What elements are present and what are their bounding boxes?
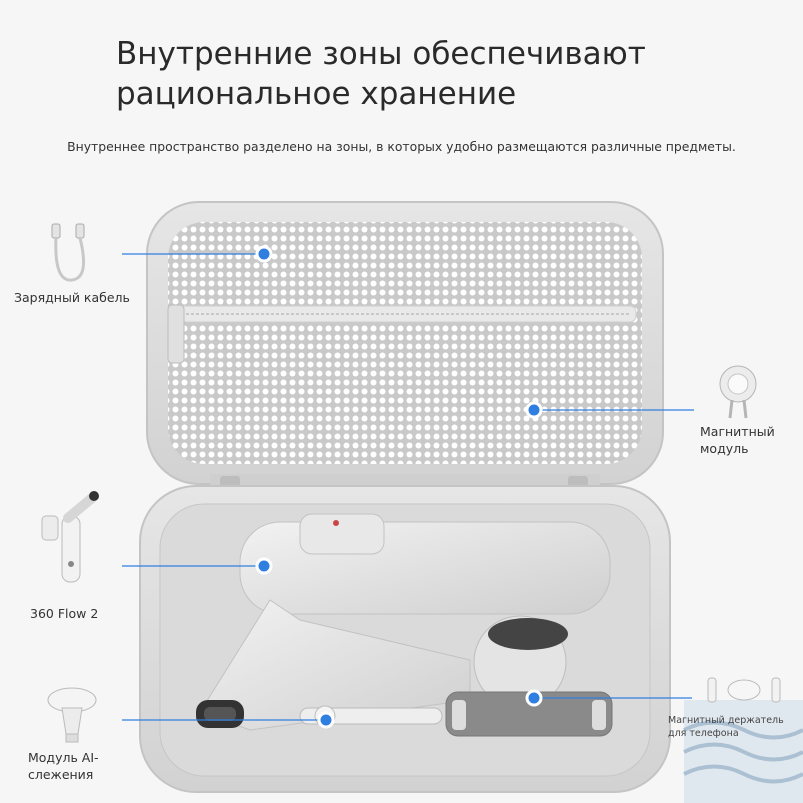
ai-tracking-module-icon <box>47 687 97 743</box>
label-phone-holder: Магнитный держатель для телефона <box>668 714 784 740</box>
page-subtitle: Внутреннее пространство разделено на зон… <box>67 139 736 154</box>
cable-icon <box>51 223 86 282</box>
label-ai-tracking-module-line-1: Модуль AI- <box>28 750 99 765</box>
zipper-pull <box>167 304 185 364</box>
mesh-pocket <box>168 222 642 464</box>
label-magnetic-module-line-1: Магнитный <box>700 424 775 439</box>
label-magnetic-module-line-2: модуль <box>700 441 749 456</box>
callout-lines <box>122 245 694 729</box>
label-ai-tracking-module: Модуль AI- слежения <box>28 749 99 783</box>
label-phone-holder-line-1: Магнитный держатель <box>668 715 784 726</box>
label-charging-cable: Зарядный кабель <box>14 290 130 305</box>
page-title: Внутренние зоны обеспечивают рационально… <box>116 34 736 114</box>
magnetic-module-icon <box>719 365 757 419</box>
gimbal-icon <box>41 491 99 583</box>
label-ai-tracking-module-line-2: слежения <box>28 767 94 782</box>
watermark-waves-icon <box>683 700 803 803</box>
label-phone-holder-line-2: для телефона <box>668 728 739 739</box>
title-line-2: рациональное хранение <box>116 76 517 112</box>
gimbal-in-case <box>196 513 613 737</box>
label-gimbal: 360 Flow 2 <box>30 606 99 621</box>
title-line-1: Внутренние зоны обеспечивают <box>116 36 646 72</box>
phone-holder-icon <box>707 677 781 703</box>
label-magnetic-module: Магнитный модуль <box>700 423 775 457</box>
